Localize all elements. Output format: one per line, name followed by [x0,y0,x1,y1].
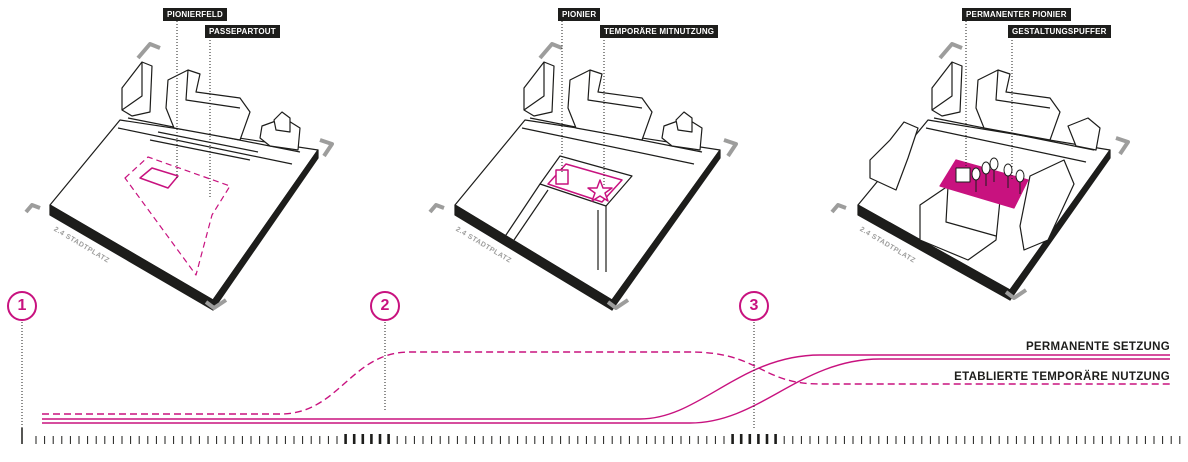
legend-permanente-setzung: PERMANENTE SETZUNG [1025,341,1170,353]
timeline-curves [42,351,1170,424]
step-1-badge: 1 [7,291,37,321]
label-permanenter-pionier: PERMANENTER PIONIER [962,8,1071,21]
label-pionierfeld: PIONIERFELD [163,8,227,21]
label-gestaltungspuffer: GESTALTUNGSPUFFER [1008,25,1111,38]
legend-etablierte-temporaere-nutzung: ETABLIERTE TEMPORÄRE NUTZUNG [954,371,1170,383]
step-2-badge: 2 [370,291,400,321]
time-axis-ticks [35,434,1181,444]
panel-2-axonometric [428,21,738,311]
label-passepartout: PASSEPARTOUT [205,25,280,38]
step-3-badge: 3 [739,291,769,321]
panel-3-axonometric [830,21,1130,301]
label-pionier: PIONIER [558,8,601,21]
panel-1-axonometric [24,21,334,311]
label-temporaere-mitnutzung: TEMPORÄRE MITNUTZUNG [600,25,719,38]
